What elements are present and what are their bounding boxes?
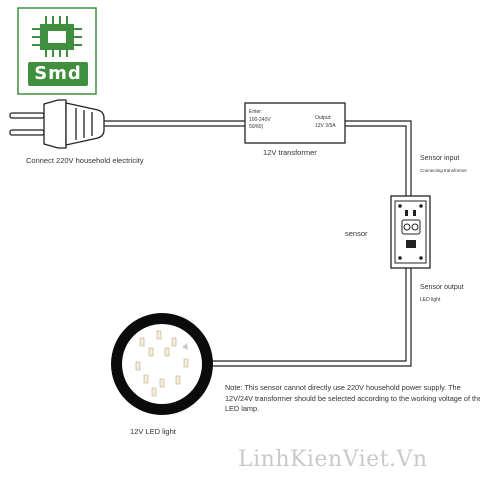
transformer-caption: 12V transformer — [263, 148, 317, 157]
led-label: 12V LED light — [130, 427, 176, 436]
sensor-output-label: Sensor output — [420, 284, 464, 291]
transformer-box — [244, 102, 346, 144]
transformer-enter-line2: 50/60) — [249, 124, 264, 130]
sensor-label: sensor — [345, 229, 368, 238]
wire — [104, 120, 412, 196]
plug-label: Connect 220V household electricity — [26, 156, 144, 165]
watermark: LinhKienViet.Vn — [238, 447, 428, 472]
transformer-enter-line1: 100-240V — [249, 117, 271, 123]
sensor-input-sub: Connecting transformer — [420, 168, 468, 173]
plug-icon — [9, 99, 105, 149]
note-text: Note: This sensor cannot directly use 22… — [225, 383, 480, 413]
sensor-module — [390, 195, 431, 269]
sensor-output-sub: LED light — [420, 297, 441, 303]
sensor-input-label: Sensor input — [420, 155, 460, 162]
logo-text: Smd — [28, 62, 88, 86]
output-wire — [212, 268, 412, 367]
led-light — [111, 313, 213, 415]
transformer-output-value: 12V 3/5A — [315, 123, 336, 129]
transformer-enter-label: Enter: — [249, 109, 263, 115]
led-chip — [135, 330, 189, 397]
transformer-output-label: Output: — [315, 115, 332, 121]
